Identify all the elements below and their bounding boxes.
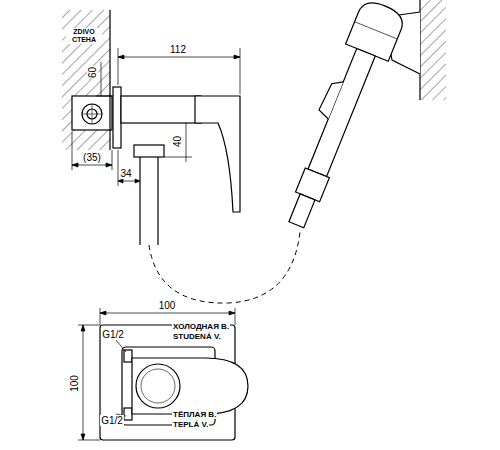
thread-size: G1/2 [100, 415, 124, 426]
wall-note: ZDIVO СТЕНА [66, 28, 102, 43]
water-label: STUDENÁ V. [172, 333, 222, 342]
dimension: (35) [82, 152, 102, 163]
water-label: TEPLÁ V. [172, 421, 209, 430]
dimension: 100 [158, 300, 177, 311]
water-label: ХОЛОДНАЯ В. [172, 323, 230, 332]
dimension: 60 [88, 65, 99, 78]
dimension: 100 [69, 374, 80, 393]
dimension: 34 [119, 168, 132, 179]
dimension: 40 [173, 134, 184, 147]
thread-size: G1/2 [101, 329, 125, 340]
water-label: ТЁПЛАЯ В. [172, 411, 217, 420]
dimension: 112 [169, 44, 187, 55]
